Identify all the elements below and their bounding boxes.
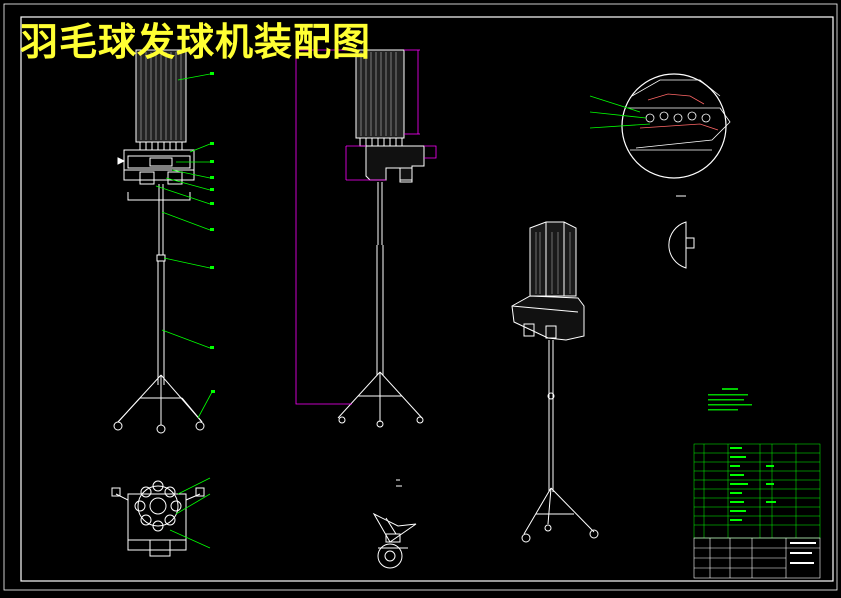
side-housing — [365, 145, 425, 183]
iso-pole — [547, 340, 555, 492]
title-block — [693, 443, 821, 579]
shuttle-tube — [135, 49, 187, 151]
top-view-leaders — [169, 477, 211, 549]
front-view-balloons — [210, 72, 215, 393]
top-view — [111, 480, 205, 557]
title-block-frame — [693, 537, 821, 579]
side-pole — [376, 182, 384, 375]
drawing-title: 羽毛球发球机装配图 — [20, 19, 372, 64]
tripod-legs — [113, 374, 205, 434]
iso-shuttle-tube — [529, 221, 577, 297]
launcher-housing — [117, 149, 195, 185]
side-view-dimensions — [295, 49, 437, 405]
side-tripod — [337, 371, 424, 428]
sheet-border — [3, 3, 838, 591]
front-view — [113, 49, 205, 434]
stand-pole — [156, 184, 166, 385]
caster-detail — [372, 479, 417, 569]
front-view-leaders — [155, 73, 213, 419]
dome-view — [668, 195, 695, 269]
iso-housing — [511, 295, 585, 341]
parts-list-text — [730, 447, 776, 521]
technical-notes — [708, 388, 752, 411]
iso-tripod — [521, 487, 599, 543]
detail-view-a — [589, 73, 731, 179]
side-view — [337, 49, 425, 428]
title-block-marks — [790, 542, 816, 564]
side-shuttle-tube — [355, 49, 405, 147]
parts-list — [693, 443, 821, 539]
isometric-view — [511, 221, 599, 543]
